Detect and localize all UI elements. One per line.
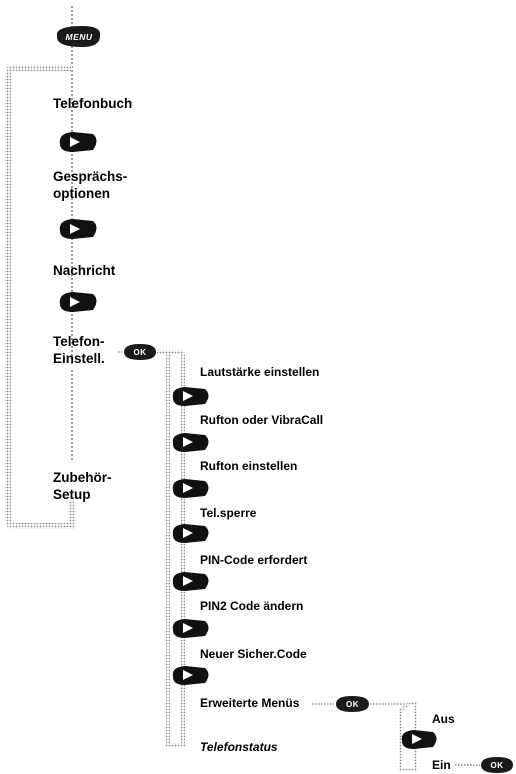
settings-item-rufton-vibracall: Rufton oder VibraCall bbox=[200, 413, 324, 427]
settings-item-erweiterte-menues: Erweiterte Menüs bbox=[200, 696, 300, 710]
settings-item-pin-code: PIN-Code erfordert bbox=[200, 553, 308, 567]
menu-item-nachricht: Nachricht bbox=[53, 263, 116, 278]
settings-item-telsperre: Tel.sperre bbox=[200, 506, 257, 520]
menu-item-telefon-einstell: Telefon- Einstell. bbox=[53, 334, 105, 366]
ok-key-icon bbox=[481, 757, 513, 773]
settings-item-sicher-code: Neuer Sicher.Code bbox=[200, 647, 307, 661]
scroll-right-key-icon bbox=[172, 387, 209, 406]
extended-loop-bracket bbox=[398, 702, 418, 772]
scroll-right-key-icon bbox=[401, 730, 437, 749]
settings-item-rufton-einstellen: Rufton einstellen bbox=[200, 459, 298, 473]
scroll-right-key-icon bbox=[172, 433, 209, 452]
extended-item-ein: Ein bbox=[432, 758, 451, 772]
menu-item-zubehoer-setup: Zubehör- Setup bbox=[53, 470, 112, 502]
menu-item-telefonbuch: Telefonbuch bbox=[53, 96, 133, 111]
scroll-right-key-icon bbox=[172, 666, 209, 685]
menu-item-gespraechsoptionen: Gesprächs- optionen bbox=[53, 169, 128, 201]
menu-key-label: MENU bbox=[65, 32, 93, 42]
scroll-right-key-icon bbox=[59, 292, 97, 312]
ok-key-label: OK bbox=[133, 348, 147, 357]
ok-key-label: OK bbox=[490, 761, 504, 770]
extended-item-aus: Aus bbox=[432, 712, 455, 726]
settings-item-pin2-code: PIN2 Code ändern bbox=[200, 599, 304, 613]
scroll-right-key-icon bbox=[172, 572, 209, 591]
scroll-right-key-icon bbox=[172, 619, 209, 638]
scroll-right-key-icon bbox=[172, 524, 209, 543]
settings-item-telefonstatus: Telefonstatus bbox=[200, 740, 278, 754]
menu-key-icon bbox=[57, 26, 101, 47]
ok-key-icon bbox=[124, 344, 156, 360]
scroll-right-key-icon bbox=[59, 132, 97, 152]
scroll-right-key-icon bbox=[59, 219, 97, 239]
settings-item-lautstaerke: Lautstärke einstellen bbox=[200, 365, 320, 379]
main-loop-bracket bbox=[5, 65, 75, 529]
scroll-right-key-icon bbox=[172, 479, 209, 498]
ok-key-icon bbox=[336, 696, 369, 712]
settings-loop-bracket bbox=[157, 350, 185, 747]
ok-key-label: OK bbox=[346, 700, 359, 709]
